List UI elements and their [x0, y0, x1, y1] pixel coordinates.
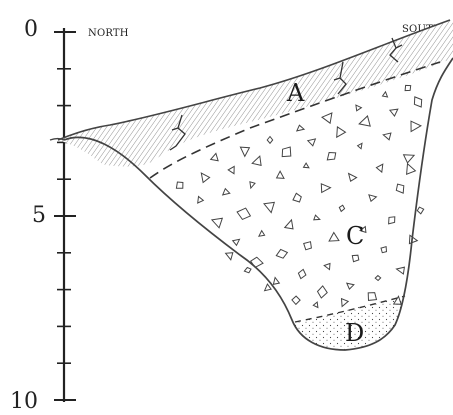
layer-d-region: [0, 295, 453, 415]
layer-c-label: C: [346, 222, 364, 250]
depth-scale: 0 5 10: [10, 17, 76, 414]
scale-label-0: 0: [24, 17, 38, 42]
clast: [417, 207, 423, 214]
layer-d-label: D: [345, 319, 364, 347]
scale-label-10: 10: [10, 389, 38, 414]
ground-surface-left: [50, 139, 64, 141]
clast: [226, 253, 233, 260]
clast: [244, 268, 251, 273]
north-label: NORTH: [88, 28, 129, 39]
layer-a-label: A: [286, 79, 305, 107]
scale-label-5: 5: [32, 203, 46, 228]
